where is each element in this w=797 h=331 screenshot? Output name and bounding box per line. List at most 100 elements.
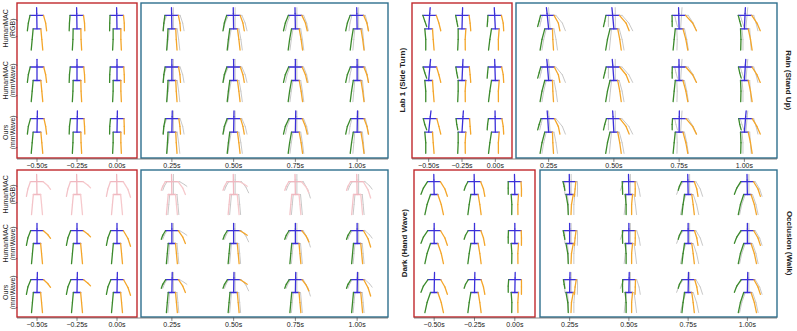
bone [541, 118, 554, 119]
bone [283, 75, 285, 83]
bone [554, 67, 558, 75]
bone [358, 272, 359, 277]
bone [480, 205, 481, 215]
bone [488, 15, 501, 16]
bone [28, 119, 30, 127]
bone [554, 119, 558, 127]
bone [68, 231, 71, 238]
bone [693, 293, 696, 303]
bone [305, 23, 307, 31]
bone [362, 244, 364, 254]
bone [167, 132, 169, 143]
bone [509, 279, 522, 280]
bone [230, 293, 232, 303]
bone [299, 205, 301, 215]
bone [682, 254, 683, 264]
bone [744, 8, 746, 14]
bone [241, 91, 242, 102]
bone [637, 182, 639, 189]
bone [488, 118, 501, 119]
bone [605, 15, 606, 21]
bone [163, 75, 165, 83]
bone [73, 28, 81, 29]
bone [353, 80, 361, 81]
bone [237, 293, 239, 303]
bone [689, 174, 690, 179]
bone [673, 39, 674, 50]
bone [681, 8, 682, 14]
bone [347, 15, 350, 23]
bone [124, 23, 125, 31]
bone [634, 182, 636, 189]
bone [541, 66, 554, 67]
bone [540, 39, 542, 50]
bone [676, 81, 677, 92]
bone [347, 119, 350, 127]
bone [301, 39, 302, 50]
bone [563, 181, 576, 182]
bone [754, 205, 756, 215]
bone [749, 132, 751, 143]
bone [302, 280, 306, 286]
bone [40, 293, 42, 303]
bone [556, 143, 557, 154]
bone [608, 124, 609, 129]
bone [498, 29, 500, 40]
bone [514, 272, 515, 277]
bone [700, 287, 702, 294]
bone [541, 15, 542, 21]
bone [639, 238, 640, 245]
bone [364, 280, 368, 288]
bone [116, 8, 117, 14]
bone [676, 29, 677, 40]
bone [676, 91, 677, 102]
bone [754, 231, 758, 238]
bone [622, 230, 635, 231]
bone [609, 143, 610, 154]
axis-tick [744, 159, 745, 162]
row-label: HumanMAC (mmWave) [2, 59, 17, 103]
bone [625, 244, 627, 254]
bone [161, 186, 162, 190]
bone [356, 174, 357, 179]
bone [289, 118, 302, 119]
bone [361, 254, 363, 264]
time-label: 0.25s [163, 162, 180, 169]
bone [245, 23, 247, 31]
bone [569, 174, 570, 179]
bone [741, 230, 754, 231]
bone [112, 39, 114, 50]
bone [245, 282, 248, 284]
bone [545, 132, 553, 133]
bone [353, 303, 355, 313]
bone [290, 91, 291, 102]
bone [88, 185, 91, 188]
bone [468, 181, 481, 182]
bone [514, 174, 515, 179]
bone [754, 254, 756, 264]
bone [673, 143, 674, 154]
bone [682, 303, 683, 313]
bone [609, 91, 610, 102]
bone [742, 39, 743, 50]
bone [350, 15, 363, 16]
bone [31, 39, 33, 50]
bone [30, 181, 43, 182]
bone [445, 189, 447, 196]
bone [362, 81, 364, 92]
bone [227, 230, 240, 231]
time-label: −0.25s [66, 321, 87, 328]
bone [521, 189, 522, 196]
bone [682, 230, 695, 231]
bone [498, 91, 499, 102]
bone [740, 132, 742, 143]
bone [625, 293, 627, 303]
bone [235, 272, 236, 277]
bone [224, 119, 227, 127]
bone [693, 244, 696, 254]
bone [635, 280, 637, 287]
bone [552, 132, 554, 143]
bone [458, 28, 466, 29]
bone [738, 67, 739, 73]
bone [494, 59, 496, 65]
